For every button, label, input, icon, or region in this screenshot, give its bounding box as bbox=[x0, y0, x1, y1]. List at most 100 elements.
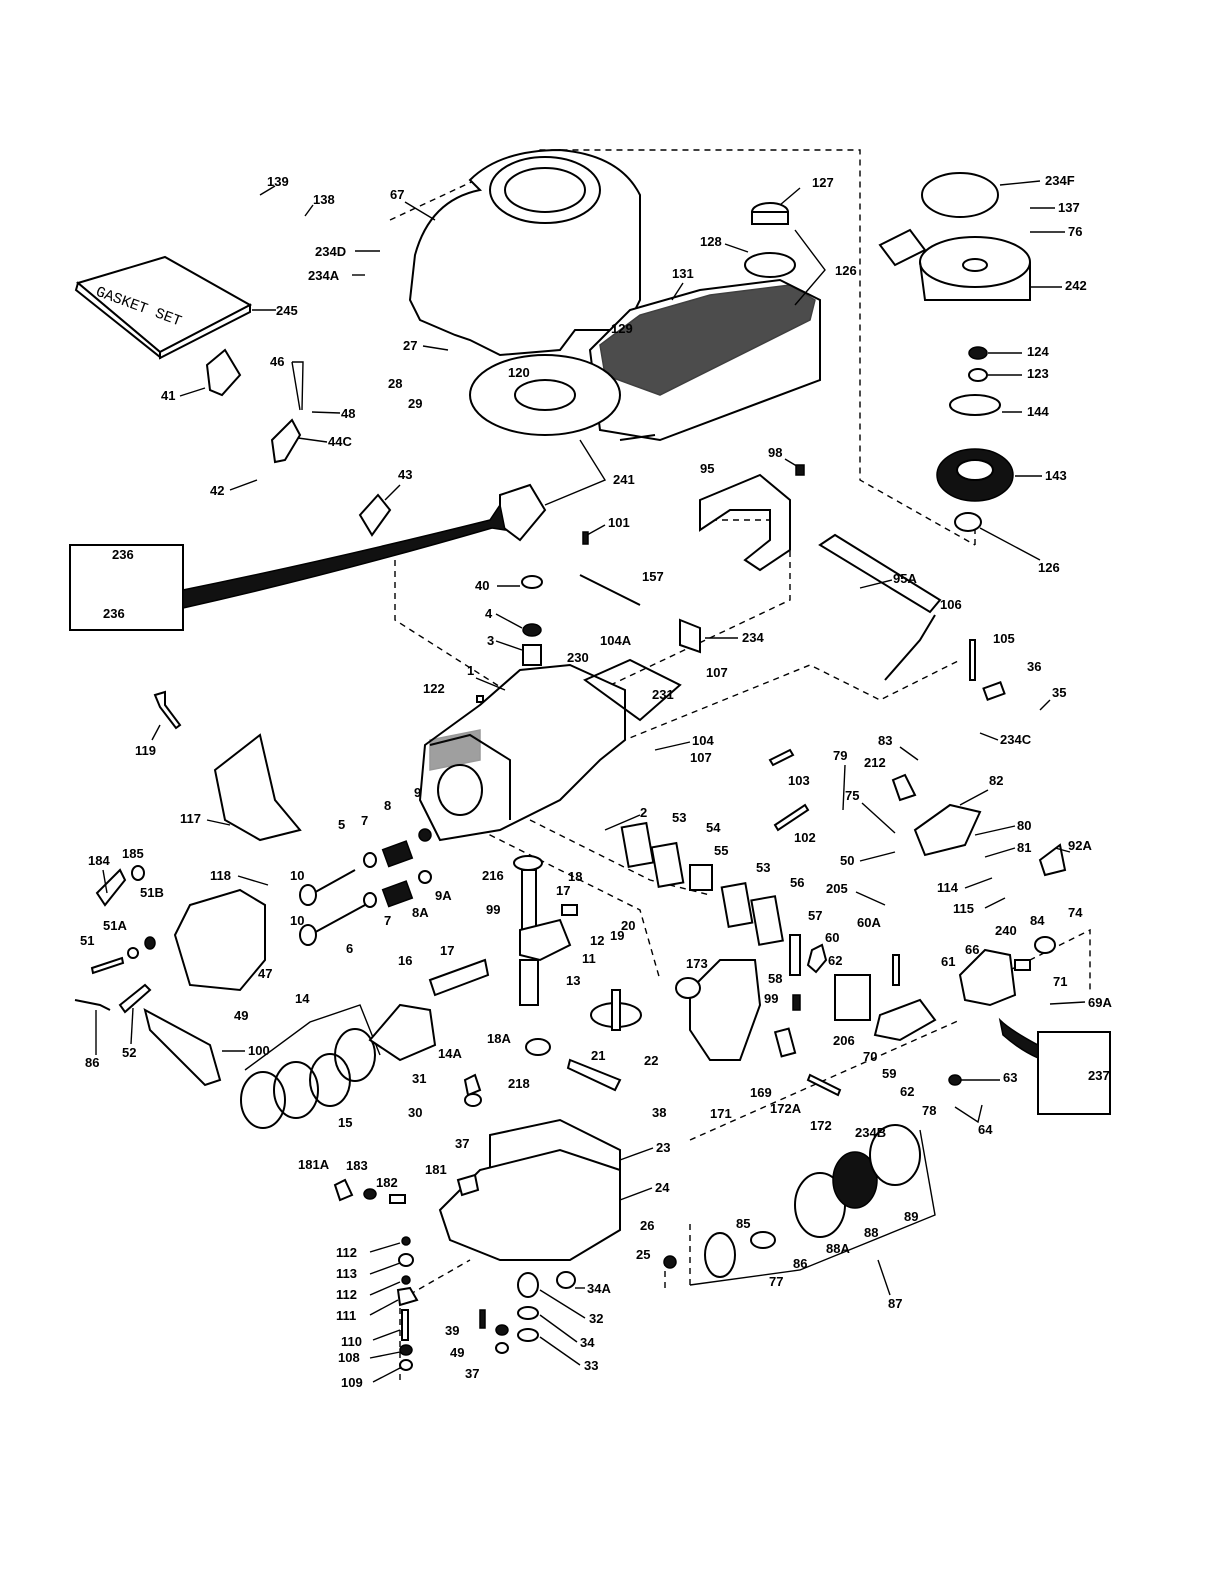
label-10: 10 bbox=[290, 868, 304, 883]
label-4: 4 bbox=[485, 606, 493, 621]
label-16: 16 bbox=[398, 953, 412, 968]
label-57: 57 bbox=[808, 908, 822, 923]
label-14: 14 bbox=[295, 991, 310, 1006]
label-42: 42 bbox=[210, 483, 224, 498]
label-117: 117 bbox=[180, 811, 201, 826]
part-74 bbox=[1034, 936, 1056, 954]
ignition-module bbox=[499, 483, 547, 542]
label-27: 27 bbox=[403, 338, 417, 353]
label-172: 172 bbox=[810, 1118, 832, 1133]
label-49: 49 bbox=[450, 1345, 464, 1360]
label-109: 109 bbox=[341, 1375, 363, 1390]
label-87: 87 bbox=[888, 1296, 902, 1311]
label-58: 58 bbox=[768, 971, 782, 986]
label-81: 81 bbox=[1017, 840, 1031, 855]
label-99: 99 bbox=[486, 902, 500, 917]
label-103: 103 bbox=[788, 773, 810, 788]
label-54: 54 bbox=[706, 820, 721, 835]
label-66: 66 bbox=[965, 942, 979, 957]
label-29: 29 bbox=[408, 396, 422, 411]
label-20: 20 bbox=[621, 918, 635, 933]
label-48: 48 bbox=[341, 406, 355, 421]
label-18A: 18A bbox=[487, 1031, 511, 1046]
label-137: 137 bbox=[1058, 200, 1080, 215]
cylinder-head bbox=[173, 888, 266, 992]
label-7: 7 bbox=[361, 813, 368, 828]
label-37: 37 bbox=[465, 1366, 479, 1381]
label-212: 212 bbox=[864, 755, 886, 770]
label-36: 36 bbox=[1027, 659, 1041, 674]
label-17: 17 bbox=[556, 883, 570, 898]
label-108: 108 bbox=[338, 1350, 360, 1365]
part-103 bbox=[768, 748, 795, 767]
label-13: 13 bbox=[566, 973, 580, 988]
label-122: 122 bbox=[423, 681, 445, 696]
fuel-tank bbox=[588, 278, 821, 442]
assembly-dash-lines bbox=[389, 149, 1091, 1380]
knob-92A bbox=[1038, 843, 1067, 877]
gasket-44C bbox=[270, 418, 302, 464]
spark-plug bbox=[118, 983, 152, 1014]
label-76: 76 bbox=[1068, 224, 1082, 239]
label-67: 67 bbox=[390, 187, 404, 202]
label-70: 70 bbox=[863, 1049, 877, 1064]
label-181A: 181A bbox=[298, 1157, 330, 1172]
label-17: 17 bbox=[440, 943, 454, 958]
label-74: 74 bbox=[1068, 905, 1083, 920]
label-183: 183 bbox=[346, 1158, 368, 1173]
part-labels: 139 138 67 234D 234A 245 46 48 41 27 28 … bbox=[80, 173, 1112, 1390]
label-35: 35 bbox=[1052, 685, 1066, 700]
label-28: 28 bbox=[388, 376, 402, 391]
breather-parts bbox=[620, 821, 801, 976]
label-112: 112 bbox=[336, 1245, 357, 1260]
label-62: 62 bbox=[828, 953, 842, 968]
piston-rings bbox=[240, 1004, 381, 1129]
label-104: 104 bbox=[692, 733, 714, 748]
crankshaft bbox=[513, 855, 572, 1006]
plate-169 bbox=[773, 1027, 797, 1058]
label-86: 86 bbox=[793, 1256, 807, 1271]
label-47: 47 bbox=[258, 966, 272, 981]
label-2: 2 bbox=[640, 805, 647, 820]
label-240: 240 bbox=[995, 923, 1017, 938]
label-107: 107 bbox=[706, 665, 728, 680]
lever-184 bbox=[95, 868, 127, 907]
gasket-set-box: GASKET SET bbox=[74, 255, 253, 360]
label-101: 101 bbox=[608, 515, 630, 530]
brake-lever bbox=[818, 533, 942, 614]
label-7: 7 bbox=[384, 913, 391, 928]
label-11: 11 bbox=[582, 951, 596, 966]
label-64: 64 bbox=[978, 1122, 993, 1137]
label-242: 242 bbox=[1065, 278, 1087, 293]
label-51: 51 bbox=[80, 933, 94, 948]
part-102 bbox=[773, 803, 810, 832]
label-182: 182 bbox=[376, 1175, 398, 1190]
label-26: 26 bbox=[640, 1218, 654, 1233]
label-22: 22 bbox=[644, 1053, 658, 1068]
label-43: 43 bbox=[398, 467, 412, 482]
label-89: 89 bbox=[904, 1209, 918, 1224]
label-123: 123 bbox=[1027, 366, 1049, 381]
gasket-84 bbox=[1014, 959, 1031, 971]
piston bbox=[368, 1003, 437, 1062]
label-55: 55 bbox=[714, 843, 728, 858]
decal-234 bbox=[679, 618, 701, 654]
label-34A: 34A bbox=[587, 1281, 611, 1296]
link-106 bbox=[884, 614, 936, 681]
label-41: 41 bbox=[161, 388, 175, 403]
label-85: 85 bbox=[736, 1216, 750, 1231]
label-23: 23 bbox=[656, 1140, 670, 1155]
label-83: 83 bbox=[878, 733, 892, 748]
label-181: 181 bbox=[425, 1162, 447, 1177]
brake-bracket bbox=[699, 473, 791, 572]
label-185: 185 bbox=[122, 846, 144, 861]
label-15: 15 bbox=[338, 1115, 352, 1130]
label-75: 75 bbox=[845, 788, 859, 803]
label-9A: 9A bbox=[435, 888, 452, 903]
label-63: 63 bbox=[1003, 1070, 1017, 1085]
ignition-inset-box: 236 236 bbox=[69, 503, 506, 631]
label-44C: 44C bbox=[328, 434, 352, 449]
label-19: 19 bbox=[610, 928, 624, 943]
label-216: 216 bbox=[482, 868, 504, 883]
